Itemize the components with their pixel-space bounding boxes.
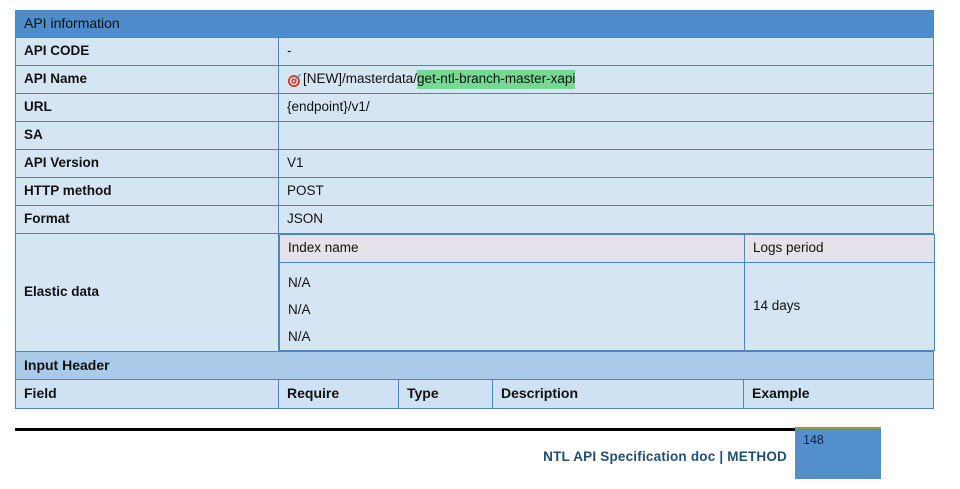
col-header-require: Require <box>278 379 399 409</box>
footer-title: NTL API Specification doc | METHOD <box>543 449 787 464</box>
row-value-url: {endpoint}/v1/ <box>277 93 935 122</box>
table-row: API CODE - <box>15 37 935 66</box>
row-value-http-method: POST <box>277 177 935 206</box>
row-label-api-name: API Name <box>15 65 279 94</box>
row-label-api-code: API CODE <box>15 37 279 66</box>
table-row: Index name Logs period <box>279 234 935 263</box>
row-label-api-version: API Version <box>15 149 279 178</box>
row-value-api-code: - <box>277 37 935 66</box>
dart-target-icon <box>287 73 302 88</box>
row-value-api-version: V1 <box>277 149 935 178</box>
row-value-format: JSON <box>277 205 935 234</box>
row-value-api-name: [NEW]/masterdata/ get-ntl-branch-master-… <box>277 65 935 94</box>
table-row: HTTP method POST <box>15 177 935 206</box>
col-header-description: Description <box>492 379 744 409</box>
page-number-box: 148 <box>795 429 881 479</box>
section-title-cell: API information <box>14 10 935 38</box>
table-row: API Version V1 <box>15 149 935 178</box>
table-row: Field Require Type Description Example <box>15 379 935 409</box>
elastic-index-names: N/A N/A N/A <box>279 262 745 351</box>
index-name-value: N/A <box>288 302 311 317</box>
api-name-prefix: [NEW]/masterdata/ <box>303 71 418 87</box>
table-row: URL {endpoint}/v1/ <box>15 93 935 122</box>
row-label-url: URL <box>15 93 279 122</box>
table-row: Format JSON <box>15 205 935 234</box>
row-label-elastic-data: Elastic data <box>15 233 279 352</box>
row-value-sa <box>277 121 935 150</box>
footer-divider <box>15 428 819 431</box>
row-label-http-method: HTTP method <box>15 177 279 206</box>
api-name-highlighted: get-ntl-branch-master-xapi <box>417 70 576 89</box>
footer-accent-line <box>795 427 881 429</box>
table-row: Input Header <box>14 351 935 380</box>
page-number: 148 <box>803 433 824 447</box>
table-row: N/A N/A N/A 14 days <box>279 262 935 351</box>
table-row: SA <box>15 121 935 150</box>
col-header-index-name: Index name <box>279 234 745 263</box>
index-name-value: N/A <box>288 275 311 290</box>
table-row: API Name [ <box>15 65 935 94</box>
table-row: API information <box>14 10 935 38</box>
row-label-format: Format <box>15 205 279 234</box>
col-header-example: Example <box>742 379 935 409</box>
index-name-value: N/A <box>288 329 311 344</box>
elastic-data-table: Index name Logs period N/A N/A N/A 14 da… <box>279 234 935 351</box>
input-header-title: Input Header <box>14 351 935 380</box>
table-row: Elastic data Index name Logs period <box>15 233 935 352</box>
col-header-type: Type <box>398 379 493 409</box>
row-label-sa: SA <box>15 121 279 150</box>
elastic-logs-period-value: 14 days <box>744 262 935 351</box>
col-header-field: Field <box>15 379 279 409</box>
api-information-table: API information API CODE - API Name <box>14 10 935 409</box>
col-header-logs-period: Logs period <box>744 234 935 263</box>
elastic-data-cell: Index name Logs period N/A N/A N/A 14 da… <box>278 233 935 352</box>
